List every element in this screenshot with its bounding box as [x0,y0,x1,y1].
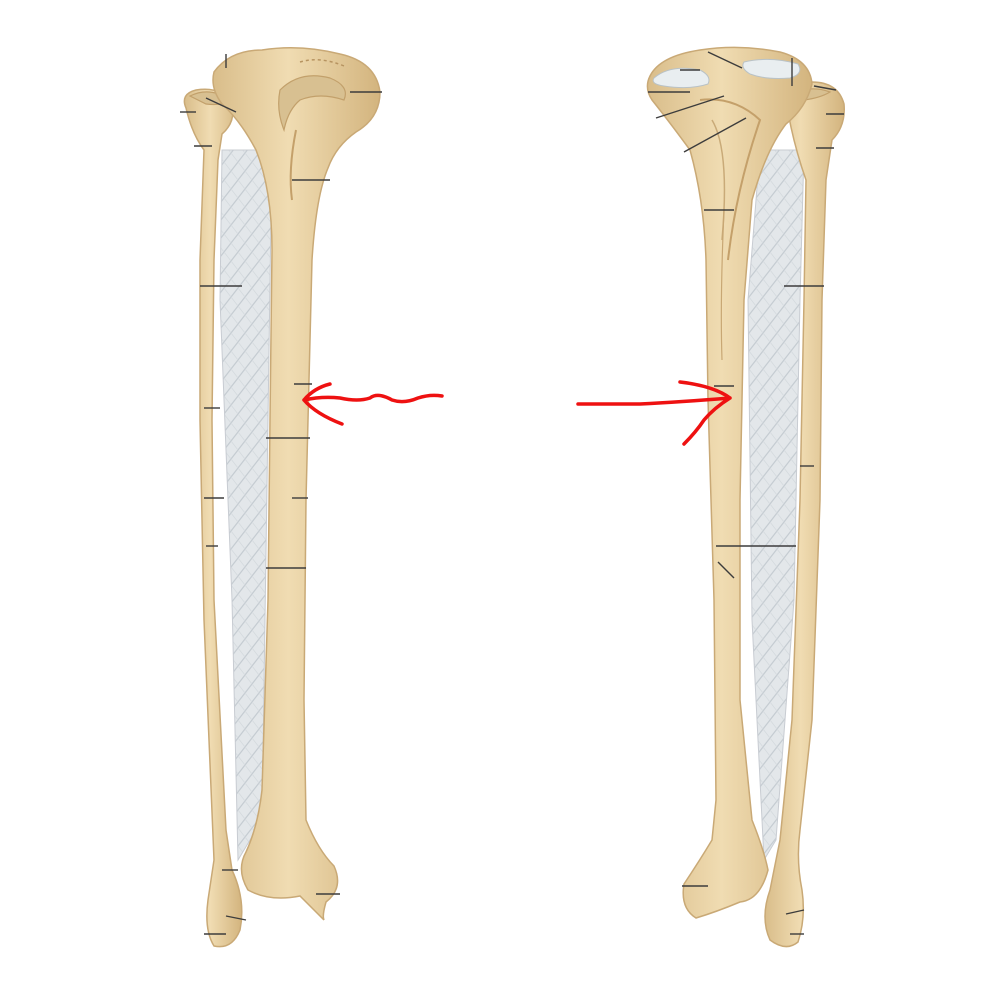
tibia-anterior [212,47,381,921]
anterior-view [180,47,444,948]
leader-lines-anterior [180,54,382,935]
tibia-posterior [646,46,813,919]
red-arrow-left [302,382,444,426]
leader-lines-posterior [648,51,844,935]
tibial-plateau-cartilage [652,58,801,89]
posterior-view [576,46,845,948]
interosseous-membrane-posterior [747,149,805,862]
red-arrow-right [576,380,732,446]
